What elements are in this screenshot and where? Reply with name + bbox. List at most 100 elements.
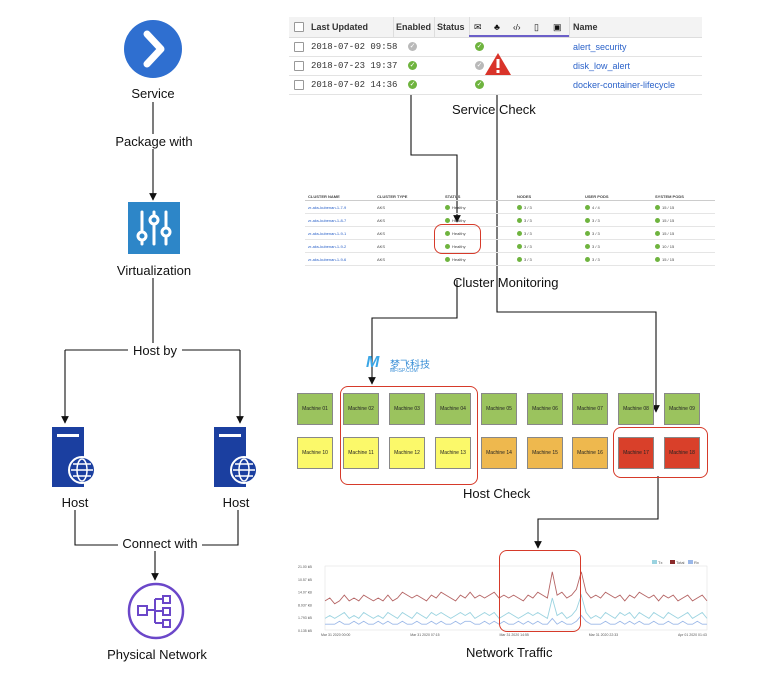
cluster-user-pods-text: 3 / 3 (592, 217, 600, 223)
cluster-status: Healthy (445, 214, 466, 226)
table-row[interactable]: 2018-07-02 14:36 ✓ ✓ docker-container-li… (289, 75, 702, 95)
row-checkbox[interactable] (294, 41, 304, 52)
cluster-table-header: CLUSTER NAME CLUSTER TYPE STATUS NODES U… (305, 192, 715, 201)
series-total-line (324, 571, 708, 605)
cluster-nodes-text: 3 / 3 (524, 256, 532, 262)
cluster-name-link[interactable]: zr-aks-kubenan-1-9-1 (308, 230, 347, 236)
cluster-type: AKS (377, 217, 386, 223)
legend-label: Rx (694, 560, 699, 565)
header-status[interactable]: Status (437, 22, 465, 32)
row-checkbox[interactable] (294, 60, 304, 71)
y-tick-label: 0.135 kB (298, 629, 312, 633)
machine-tile[interactable]: Machine 08 (618, 393, 654, 425)
healthy-highlight-box (434, 224, 481, 254)
machine-tile[interactable]: Machine 11 (343, 437, 379, 469)
machine-tile[interactable]: Machine 10 (297, 437, 333, 469)
service-check-header: Last Updated Enabled Status ✉ ♣ ‹/› ▯ ▣ … (289, 17, 702, 38)
service-check-caption: Service Check (452, 102, 536, 117)
healthy-icon (445, 217, 450, 223)
enabled-toggle[interactable]: ✓ (408, 42, 417, 51)
machine-tile[interactable]: Machine 18 (664, 437, 700, 469)
header-enabled[interactable]: Enabled (396, 22, 432, 32)
cluster-system-pods-text: 15 / 15 (662, 217, 675, 223)
cluster-name-link[interactable]: zr-aks-kubenan-1-7-9 (308, 204, 347, 210)
cluster-name-link[interactable]: zr-aks-kubenan-1-9-2 (308, 243, 347, 249)
watermark-text: 梦飞科技 (390, 360, 430, 371)
status-ok-icon: ✓ (475, 80, 484, 89)
x-tick-label: Mar 31 2020 07:15 (410, 633, 439, 637)
row-name-link[interactable]: alert_security (573, 41, 627, 52)
cluster-system-pods-text: 15 / 15 (662, 230, 675, 236)
row-updated: 2018-07-23 19:37 (311, 60, 398, 71)
cluster-nodes-text: 3 / 3 (524, 204, 532, 210)
host-by-label: Host by (128, 343, 182, 358)
header-name[interactable]: Name (573, 22, 598, 32)
cluster-name-link[interactable]: zr-aks-kubenan-1-9-6 (308, 256, 347, 262)
y-tick-label: 14.07 kB (298, 591, 312, 595)
healthy-icon (517, 243, 522, 249)
header-last-updated[interactable]: Last Updated (311, 22, 369, 32)
package-with-label: Package with (113, 134, 195, 149)
cluster-system-pods: 15 / 15 (655, 227, 674, 239)
cluster-status: Healthy (445, 240, 466, 252)
cluster-status: Healthy (445, 201, 466, 213)
cluster-system-pods-text: 15 / 15 (662, 256, 675, 262)
machine-tile[interactable]: Machine 13 (435, 437, 471, 469)
machine-tile[interactable]: Machine 02 (343, 393, 379, 425)
legend-swatch (688, 560, 693, 564)
machine-tile[interactable]: Machine 09 (664, 393, 700, 425)
table-row[interactable]: 2018-07-02 09:58 ✓ ✓ alert_security (289, 37, 702, 57)
cluster-nodes: 3 / 3 (517, 227, 532, 239)
cluster-system-pods-text: 10 / 15 (662, 243, 675, 249)
legend-swatch (670, 560, 675, 564)
row-checkbox[interactable] (294, 79, 304, 90)
row-name-link[interactable]: disk_low_alert (573, 60, 631, 71)
machine-tile[interactable]: Machine 07 (572, 393, 608, 425)
healthy-icon (445, 256, 450, 262)
row-name-link[interactable]: docker-container-lifecycle (573, 79, 676, 90)
legend-swatch (652, 560, 657, 564)
cluster-nodes-text: 3 / 3 (524, 243, 532, 249)
service-label: Service (131, 86, 175, 101)
machine-tile[interactable]: Machine 14 (481, 437, 517, 469)
watermark-subtext: MFISP.COM (390, 368, 418, 374)
machine-tile[interactable]: Machine 12 (389, 437, 425, 469)
machine-tile[interactable]: Machine 17 (618, 437, 654, 469)
machine-tile[interactable]: Machine 06 (527, 393, 563, 425)
host-server-icon-right (214, 427, 258, 487)
virtualization-label: Virtualization (116, 263, 192, 278)
machine-tile[interactable]: Machine 01 (297, 393, 333, 425)
cluster-type: AKS (377, 230, 386, 236)
cluster-row[interactable]: zr-aks-kubenan-1-8-7 AKS Healthy 3 / 3 3 / 3… (305, 214, 715, 227)
machine-tile[interactable]: Machine 03 (389, 393, 425, 425)
cluster-user-pods: 3 / 3 (585, 253, 600, 265)
cluster-system-pods-text: 15 / 15 (662, 204, 675, 210)
cluster-monitoring-table: CLUSTER NAME CLUSTER TYPE STATUS NODES U… (305, 192, 715, 266)
select-all-checkbox[interactable] (294, 22, 304, 32)
table-row[interactable]: 2018-07-23 19:37 ✓ ✓ disk_low_alert (289, 56, 702, 76)
machine-tile[interactable]: Machine 16 (572, 437, 608, 469)
cluster-nodes: 3 / 3 (517, 201, 532, 213)
healthy-icon (517, 256, 522, 262)
enabled-toggle[interactable]: ✓ (408, 61, 417, 70)
cluster-nodes: 3 / 3 (517, 214, 532, 226)
cluster-type: AKS (377, 256, 386, 262)
x-tick-label: Mar 31 2020 22:33 (589, 633, 618, 637)
cluster-name-link[interactable]: zr-aks-kubenan-1-8-7 (308, 217, 347, 223)
cluster-user-pods-text: 4 / 4 (592, 204, 600, 210)
x-tick-label: Mar 31 2020 00:00 (321, 633, 350, 637)
header-user-pods: USER PODS (585, 193, 609, 199)
healthy-icon (445, 243, 450, 249)
enabled-toggle[interactable]: ✓ (408, 80, 417, 89)
machine-tile[interactable]: Machine 04 (435, 393, 471, 425)
cluster-status-text: Healthy (452, 243, 466, 249)
machine-tile[interactable]: Machine 05 (481, 393, 517, 425)
cluster-user-pods-text: 3 / 3 (592, 230, 600, 236)
machine-tile[interactable]: Machine 15 (527, 437, 563, 469)
cluster-status-text: Healthy (452, 204, 466, 210)
